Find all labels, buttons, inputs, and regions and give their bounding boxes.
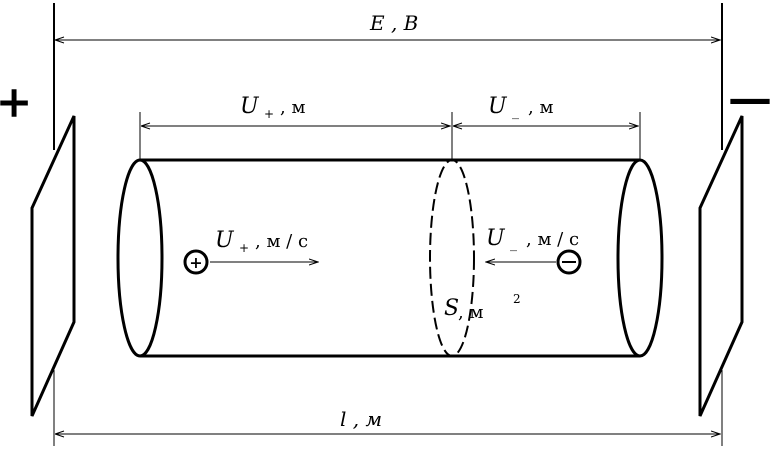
u-plus-length-symbol: U bbox=[240, 94, 260, 119]
plus-sign: + bbox=[0, 77, 32, 128]
u-plus-length-unit: , м bbox=[280, 97, 305, 118]
positive-plate bbox=[30, 115, 76, 417]
negative-particle-circle bbox=[556, 249, 582, 275]
positive-particle: + bbox=[183, 249, 209, 275]
negative-plate bbox=[698, 115, 744, 417]
u-plus-velocity-sub: + bbox=[239, 241, 249, 255]
conductor-cylinder bbox=[116, 158, 664, 358]
cylinder-left-end bbox=[116, 158, 164, 358]
area-symbol: S bbox=[444, 296, 459, 321]
area-unit: , м bbox=[458, 302, 483, 323]
u-plus-velocity-unit: , м / с bbox=[255, 231, 308, 252]
positive-electrode bbox=[30, 3, 76, 446]
u-minus-length-sub: _ bbox=[512, 104, 519, 120]
u-plus-length-sub: + bbox=[264, 107, 274, 121]
u-minus-velocity-symbol: U bbox=[486, 226, 506, 251]
u-plus-velocity-symbol: U bbox=[215, 228, 235, 253]
u-minus-length-symbol: U bbox=[488, 94, 508, 119]
area-exponent: 2 bbox=[513, 292, 521, 306]
negative-particle bbox=[556, 249, 582, 275]
cylinder-right-end bbox=[616, 158, 664, 358]
u-minus-velocity-sub: _ bbox=[510, 236, 517, 252]
cross-section-area bbox=[429, 159, 475, 357]
positive-particle-circle bbox=[183, 249, 209, 275]
u-minus-velocity-unit: , м / с bbox=[526, 229, 579, 250]
negative-electrode bbox=[698, 3, 744, 446]
positive-particle-sign: + bbox=[189, 253, 202, 272]
length-label: l , м bbox=[340, 407, 382, 431]
minus-sign: — bbox=[728, 73, 771, 124]
u-minus-length-unit: , м bbox=[528, 97, 553, 118]
field-label: E , B bbox=[369, 11, 418, 35]
